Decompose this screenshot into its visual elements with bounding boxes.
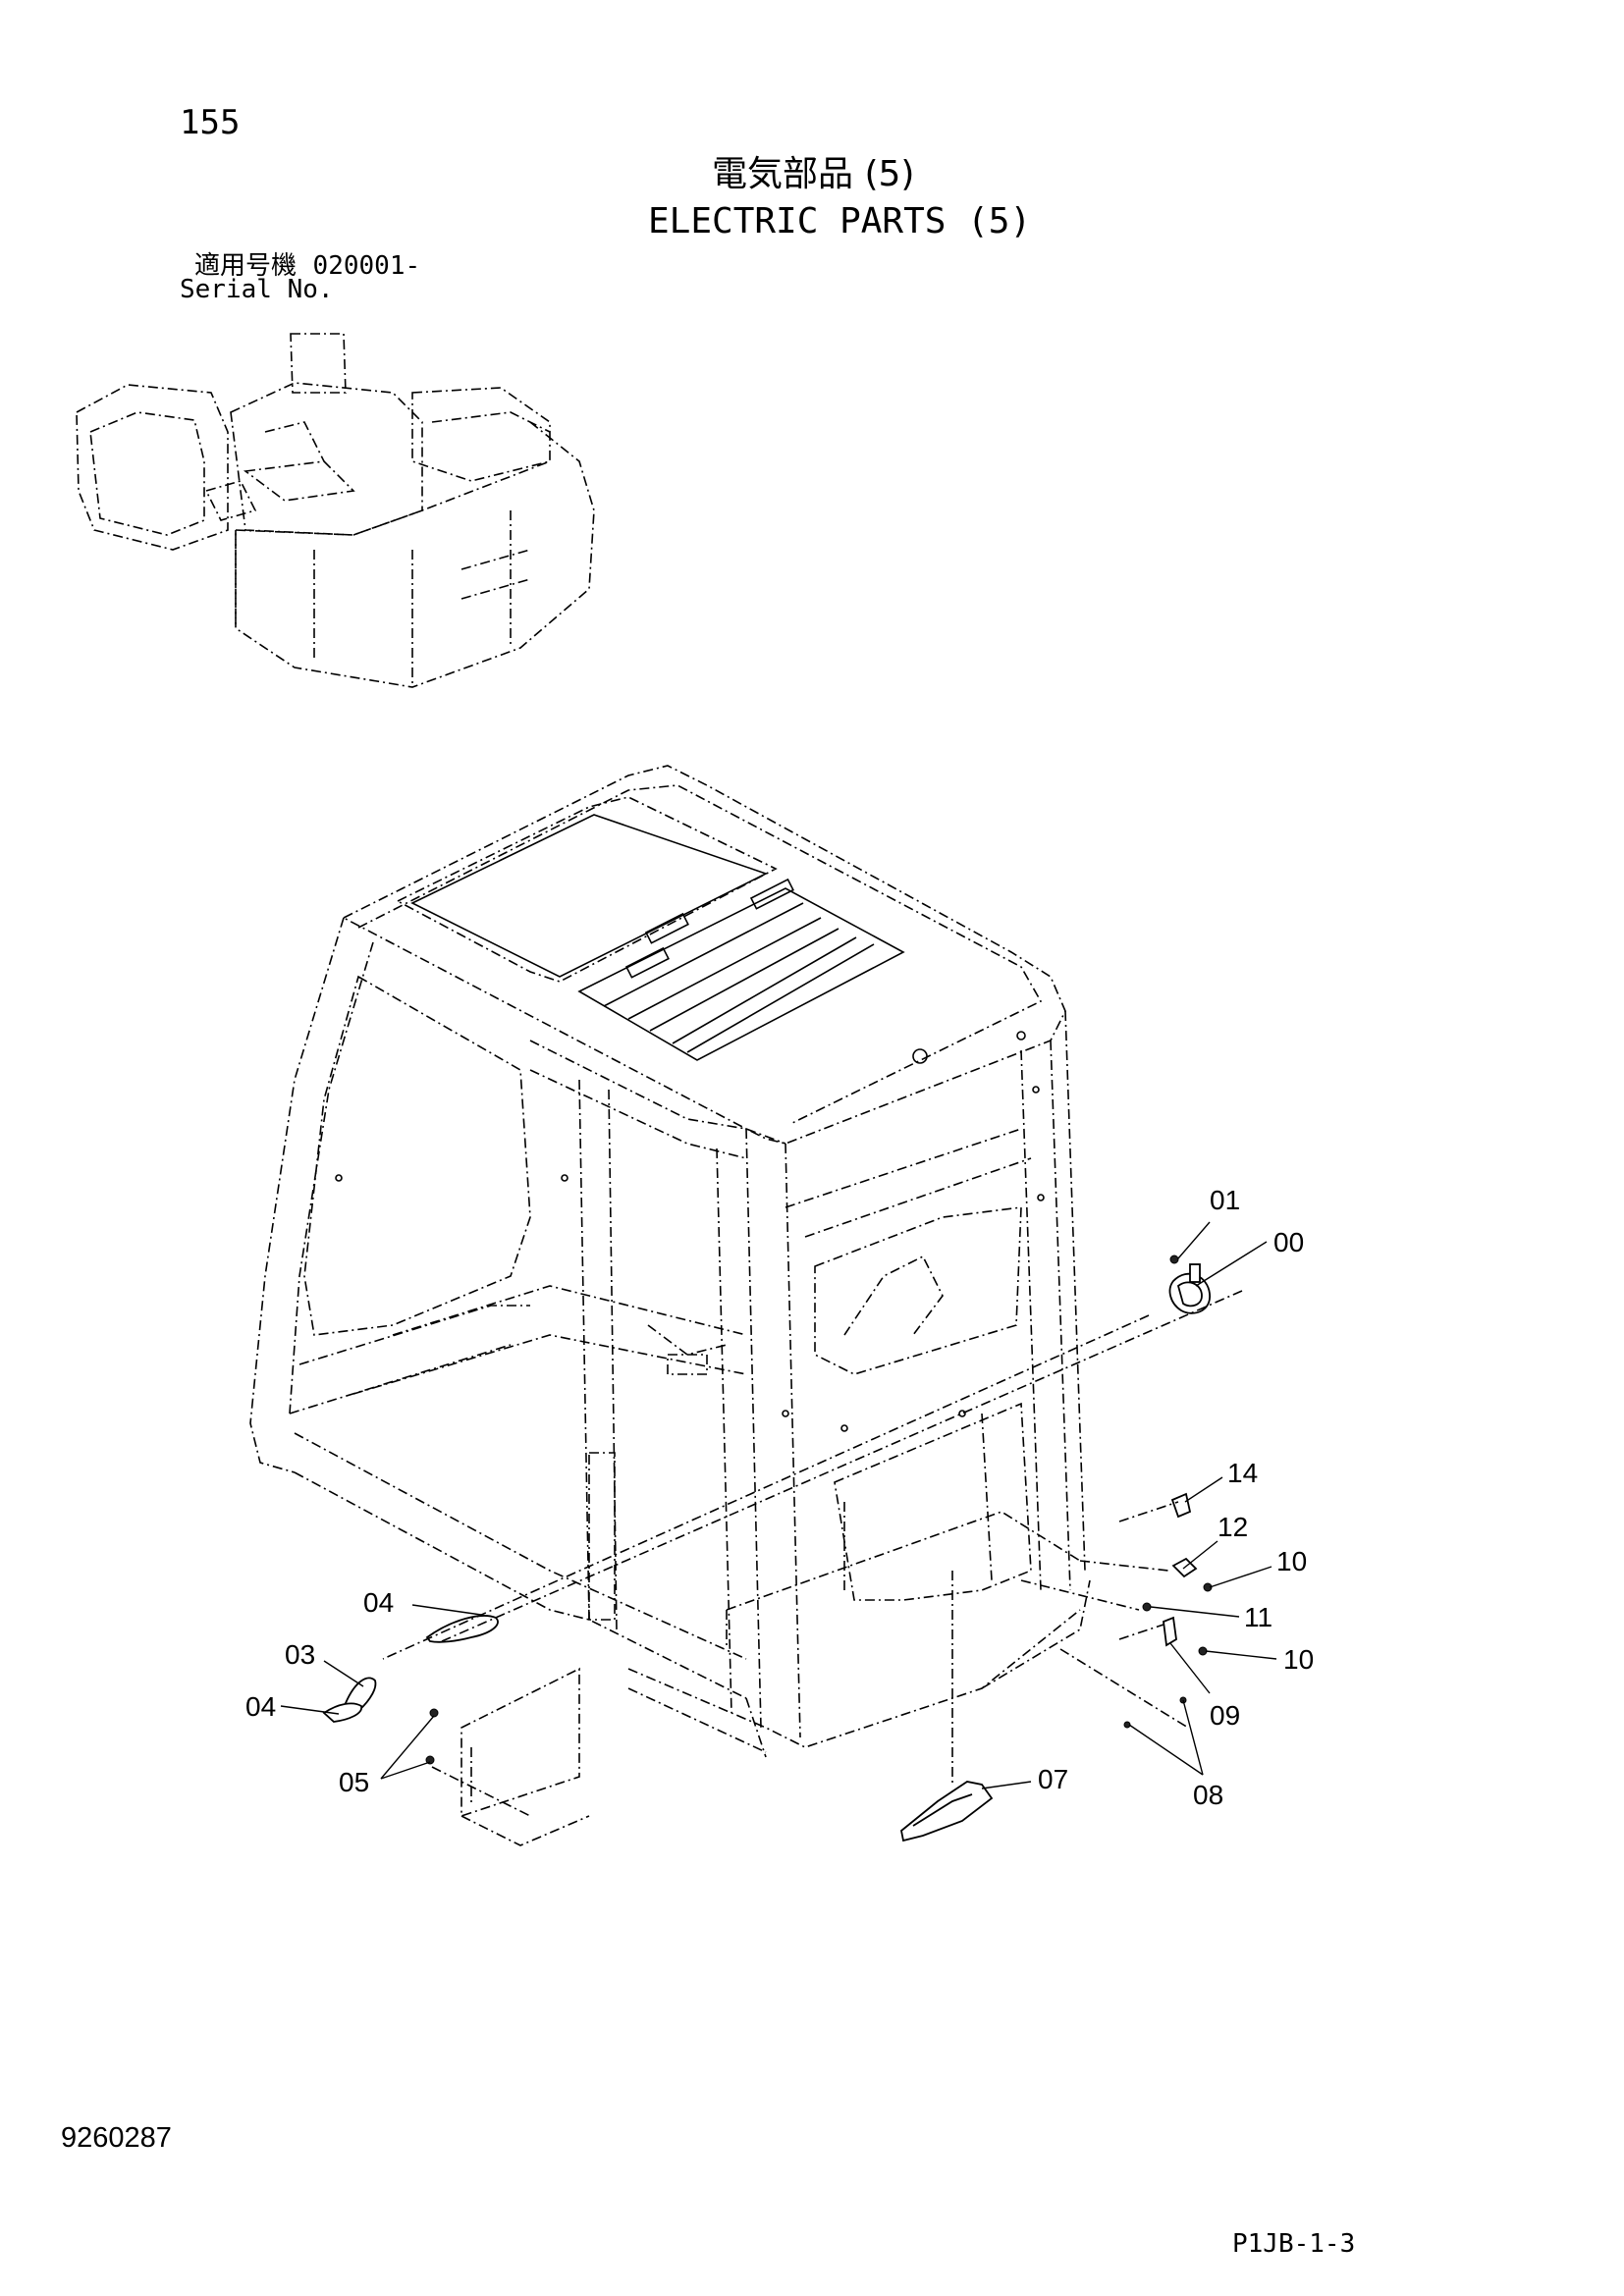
part-01-shape — [1169, 1255, 1179, 1264]
part-10b-shape — [1198, 1646, 1208, 1656]
serial-value: 020001- — [312, 251, 421, 281]
part-14-shape — [1170, 1492, 1192, 1519]
page-number: 155 — [180, 103, 241, 142]
document-number: 9260287 — [61, 2122, 172, 2154]
callout-04a: 04 — [363, 1587, 394, 1618]
serial-label-japanese: 適用号機 020001- — [194, 253, 420, 279]
callout-labels: 01 00 14 12 10 11 10 09 08 07 04 03 04 0… — [245, 1185, 1314, 1810]
part-04a-shape — [425, 1615, 499, 1643]
catalog-code: P1JB-1-3 — [1232, 2229, 1356, 2259]
callout-14: 14 — [1227, 1458, 1258, 1488]
callout-12: 12 — [1218, 1512, 1248, 1542]
callout-04b: 04 — [245, 1691, 276, 1722]
callout-09: 09 — [1210, 1700, 1240, 1731]
leader-lines — [280, 1221, 1277, 1817]
callout-03: 03 — [285, 1639, 315, 1670]
part-09-shape — [1163, 1616, 1177, 1647]
part-07-shape — [900, 1781, 994, 1842]
part-11-shape — [1142, 1602, 1152, 1612]
serial-label-jp-text: 適用号機 — [194, 251, 298, 281]
serial-label-english: Serial No. — [180, 275, 334, 304]
title-japanese: 電気部品 (5) — [712, 154, 915, 194]
cab-frame — [249, 765, 1091, 1846]
parts — [322, 1255, 1213, 1842]
callout-07: 07 — [1038, 1764, 1068, 1794]
callout-00: 00 — [1273, 1227, 1304, 1257]
part-04b-shape — [322, 1702, 362, 1723]
callout-10b: 10 — [1283, 1644, 1314, 1675]
callout-05: 05 — [339, 1767, 369, 1797]
callout-08: 08 — [1193, 1780, 1223, 1810]
callout-01: 01 — [1210, 1185, 1240, 1215]
machine-overview-thumbnail — [76, 333, 595, 688]
title-english: ELECTRIC PARTS (5) — [648, 201, 1032, 241]
callout-11: 11 — [1244, 1602, 1272, 1632]
part-05a-shape — [429, 1708, 439, 1718]
callout-10a: 10 — [1276, 1546, 1307, 1576]
